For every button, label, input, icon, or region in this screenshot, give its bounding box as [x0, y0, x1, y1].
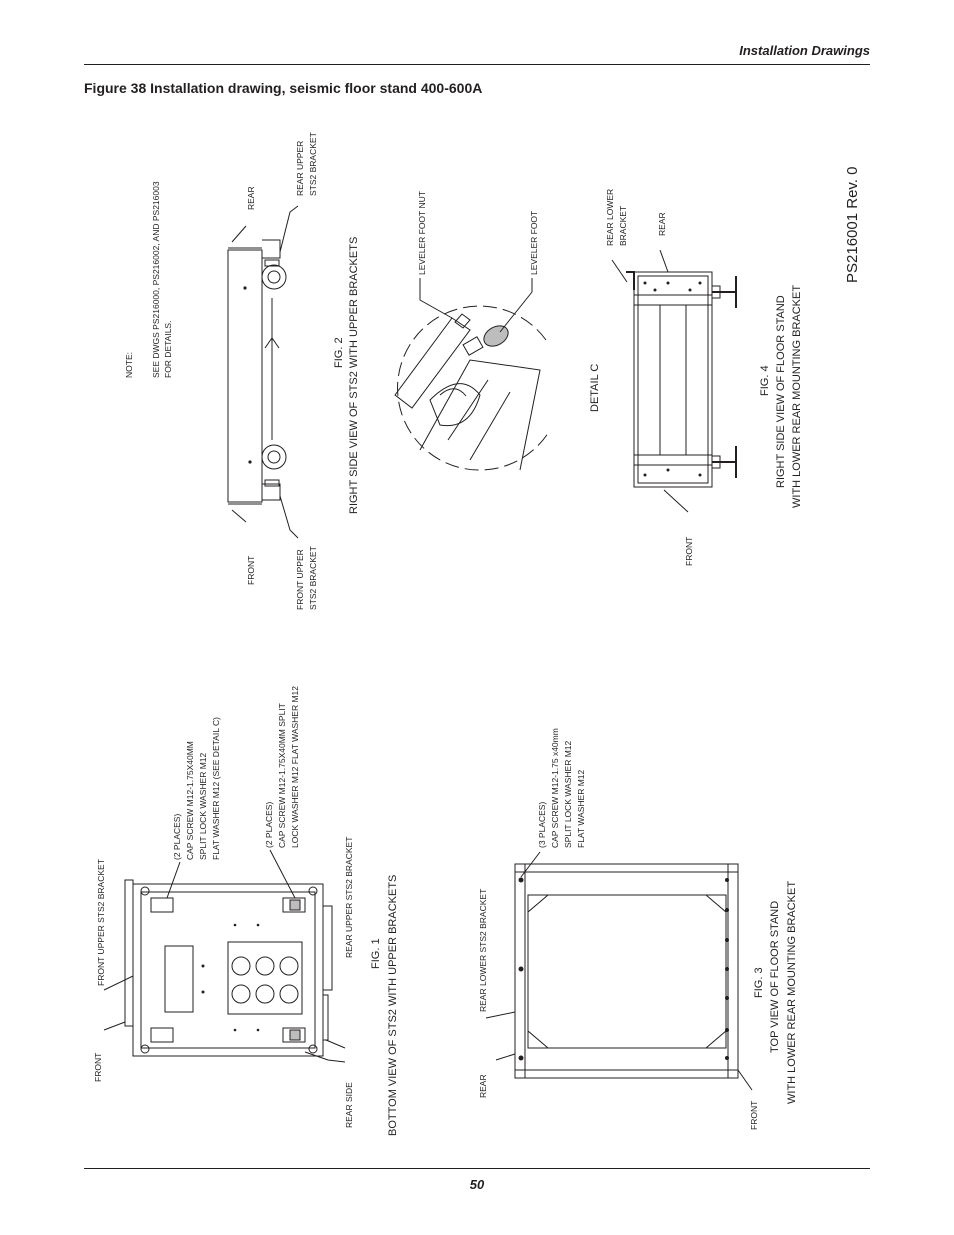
fig1-callout-a-2: CAP SCREW M12-1.75X40MM — [185, 741, 195, 860]
detail-c-drawing — [394, 278, 551, 471]
note-line-2: FOR DETAILS. — [163, 321, 173, 378]
fig1-rear-side-label: REAR SIDE — [344, 1082, 354, 1128]
fig4-front-label: FRONT — [684, 537, 694, 566]
fig2-rear-bracket-label-1: REAR UPPER — [295, 141, 305, 196]
fig4-bracket-label-2: BRACKET — [618, 206, 628, 246]
detail-c-foot-label: LEVELER FOOT — [529, 211, 539, 275]
fig1-caption: BOTTOM VIEW OF STS2 WITH UPPER BRACKETS — [387, 875, 399, 1136]
fig4-rear-label: REAR — [657, 212, 667, 236]
fig1-caption-num: FIG. 1 — [370, 938, 382, 969]
fig2-front-bracket-label-1: FRONT UPPER — [295, 549, 305, 610]
fig1-callout-a-4: FLAT WASHER M12 (SEE DETAIL C) — [211, 717, 221, 860]
fig2-drawing — [227, 205, 299, 539]
fig3-callout-1: (3 PLACES) — [537, 802, 547, 848]
fig2-caption-num: FIG. 2 — [333, 337, 345, 368]
fig2-rear-bracket-label-2: STS2 BRACKET — [308, 132, 318, 196]
doc-number: PS216001 Rev. 0 — [844, 167, 861, 283]
fig3-drawing — [485, 851, 753, 1091]
fig3-front-label: FRONT — [749, 1101, 759, 1130]
note-line-1: SEE DWGS PS216000, PS216002, AND PS21600… — [151, 181, 161, 378]
fig3-caption-2: WITH LOWER REAR MOUNTING BRACKET — [786, 881, 798, 1104]
fig1-callout-a-3: SPLIT LOCK WASHER M12 — [198, 753, 208, 860]
fig1-callout-b-1: (2 PLACES) — [264, 802, 274, 848]
section-header: Installation Drawings — [739, 43, 870, 58]
footer-rule — [84, 1168, 870, 1169]
fig2-rear-label: REAR — [246, 186, 256, 210]
fig3-callout-4: FLAT WASHER M12 — [576, 769, 586, 848]
page-number: 50 — [469, 1177, 485, 1192]
fig3-callout-3: SPLIT LOCK WASHER M12 — [563, 741, 573, 848]
fig2-caption: RIGHT SIDE VIEW OF STS2 WITH UPPER BRACK… — [348, 237, 360, 514]
fig3-rear-label: REAR — [478, 1074, 488, 1098]
fig1-callout-a-1: (2 PLACES) — [172, 814, 182, 860]
fig4-caption-2: WITH LOWER REAR MOUNTING BRACKET — [791, 285, 803, 508]
note-block: NOTE: SEE DWGS PS216000, PS216002, AND P… — [124, 181, 173, 378]
detail-c-foot-nut-label: LEVELER FOOT NUT — [417, 191, 427, 275]
fig1-front-bracket-label: FRONT UPPER STS2 BRACKET — [96, 859, 106, 986]
fig2-front-label: FRONT — [246, 556, 256, 585]
fig2-front-bracket-label-2: STS2 BRACKET — [308, 546, 318, 610]
fig1-drawing — [103, 849, 346, 1063]
fig3-callout-2: CAP SCREW M12-1.75 x40mm — [550, 728, 560, 848]
fig3-bracket-label: REAR LOWER STS2 BRACKET — [478, 889, 488, 1012]
fig3-caption-1: TOP VIEW OF FLOOR STAND — [769, 901, 781, 1053]
fig1-front-label: FRONT — [93, 1053, 103, 1082]
figure-title: Figure 38 Installation drawing, seismic … — [84, 80, 483, 96]
note-label: NOTE: — [124, 352, 134, 378]
fig1-callout-b-2: CAP SCREW M12-1.75X40MM SPLIT — [277, 703, 287, 848]
fig4-caption-num: FIG. 4 — [759, 365, 771, 396]
header-rule — [84, 64, 870, 65]
fig4-drawing — [611, 249, 737, 513]
fig4-bracket-label-1: REAR LOWER — [605, 189, 615, 246]
fig1-callout-b-3: LOCK WASHER M12 FLAT WASHER M12 — [290, 686, 300, 848]
detail-c-caption: DETAIL C — [589, 364, 601, 412]
fig1-rear-bracket-label: REAR UPPER STS2 BRACKET — [344, 837, 354, 958]
fig4-caption-1: RIGHT SIDE VIEW OF FLOOR STAND — [775, 295, 787, 488]
fig3-caption-num: FIG. 3 — [753, 967, 765, 998]
